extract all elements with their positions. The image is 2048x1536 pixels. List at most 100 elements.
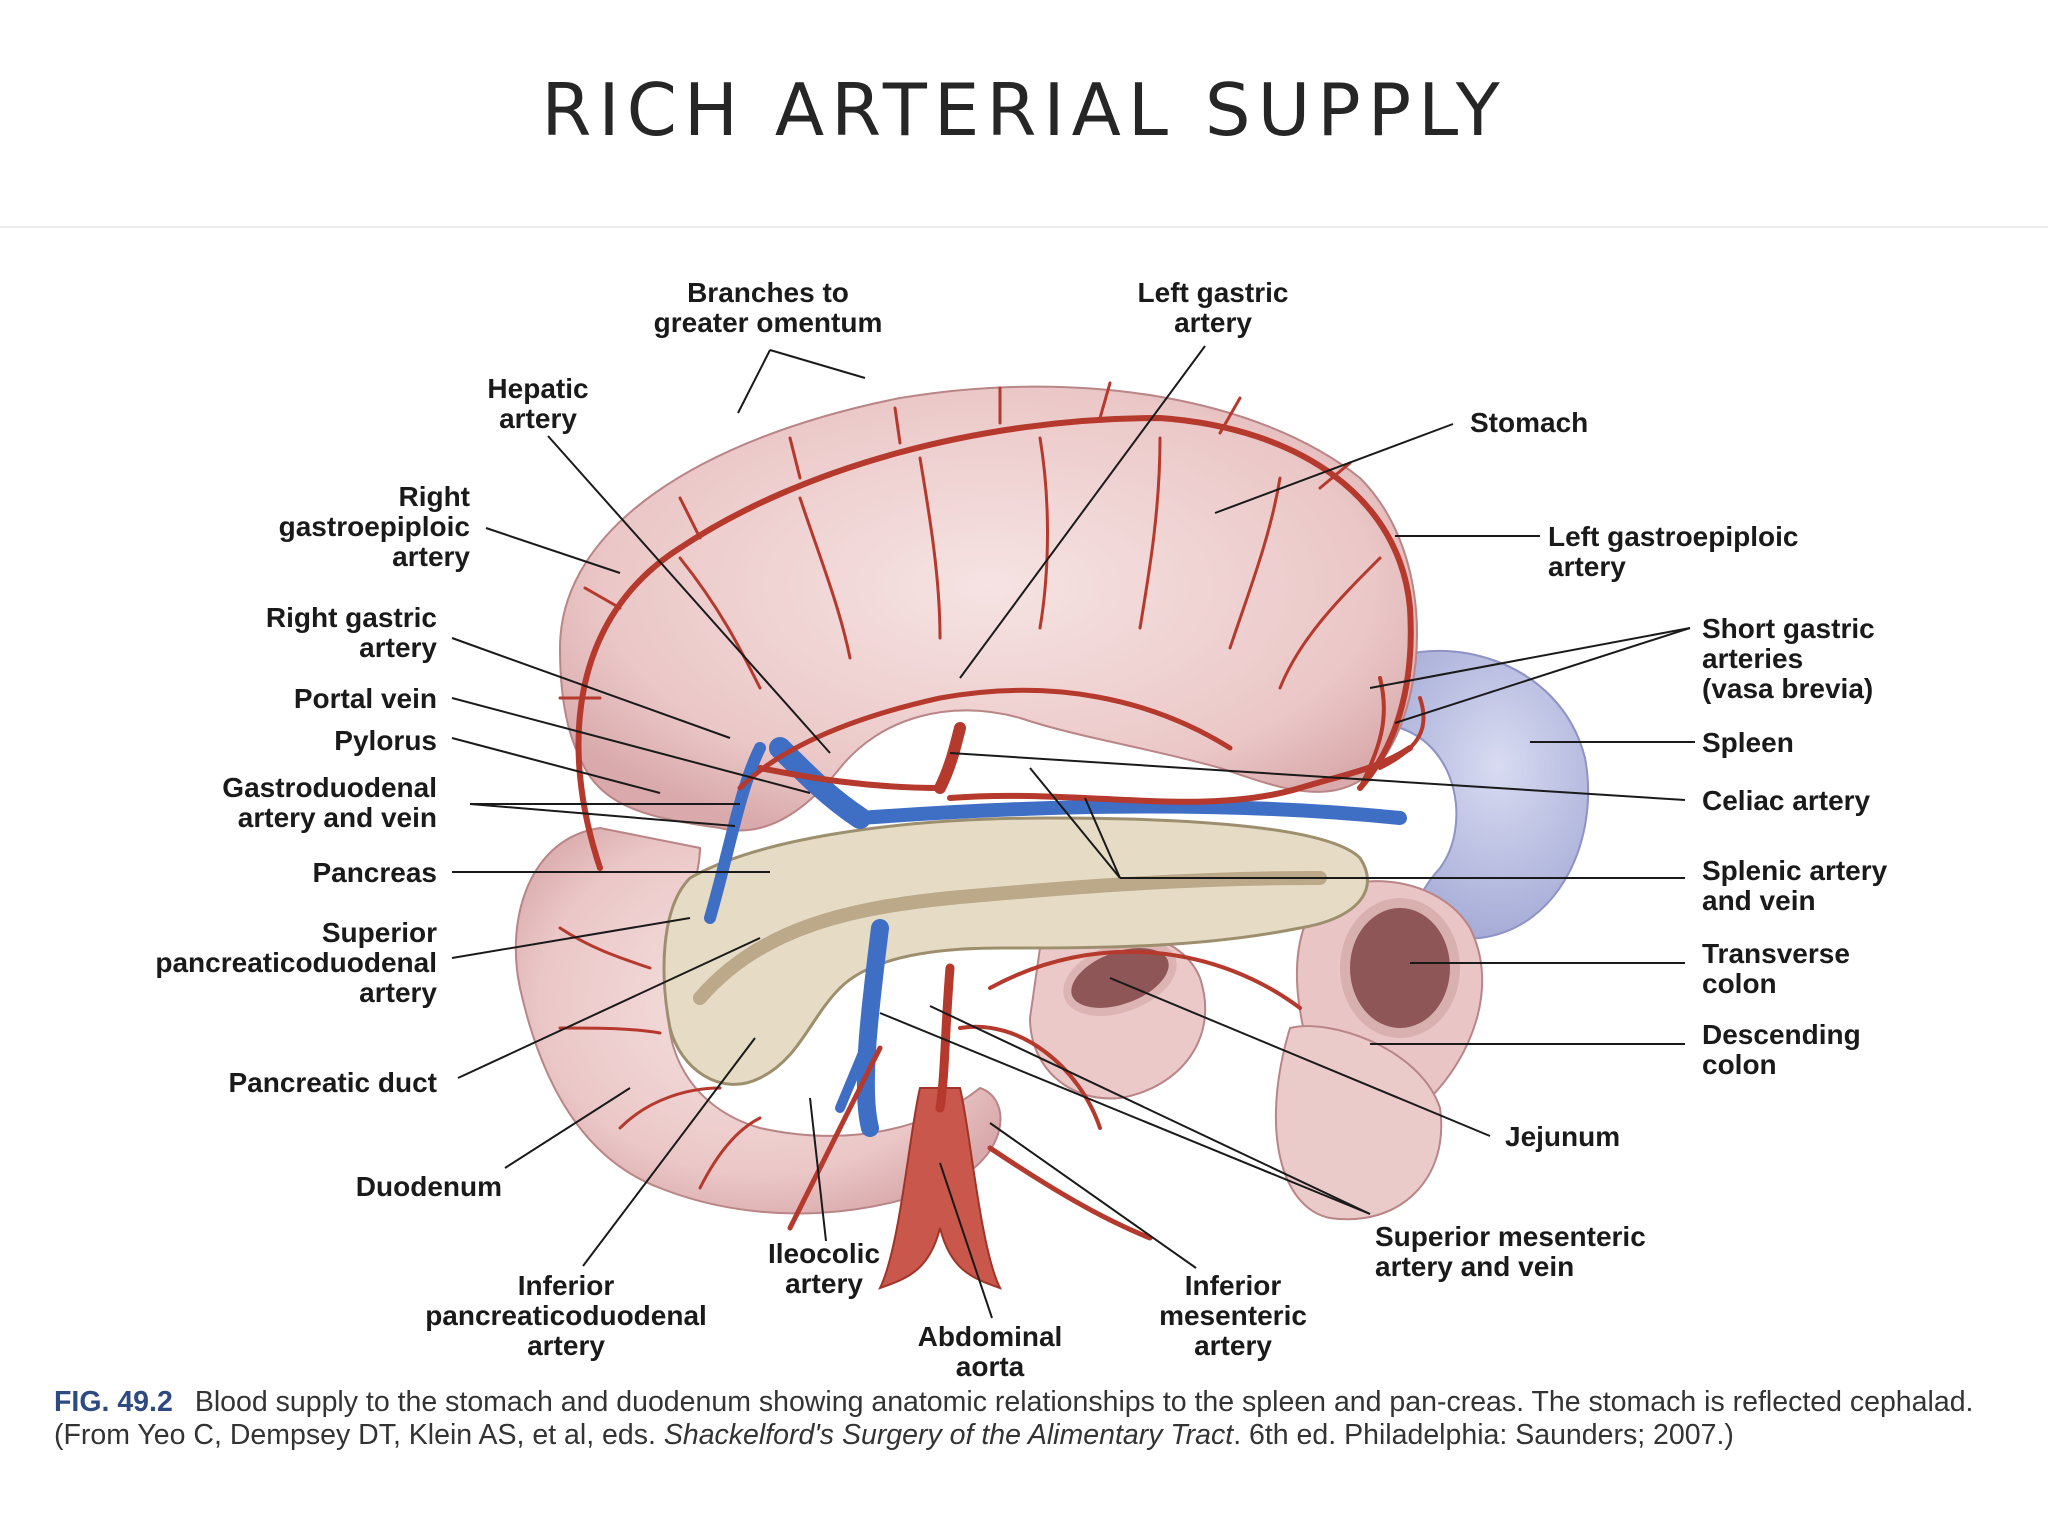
label-jejunum: Jejunum [1505, 1121, 1620, 1152]
leader-sup-pd [451, 917, 691, 959]
label-transverse-colon-line: Transverse [1702, 938, 1850, 969]
label-hepatic-line: artery [499, 403, 577, 434]
short-gastric-branches [1358, 676, 1426, 790]
label-duodenum: Duodenum [356, 1171, 502, 1202]
label-descending-colon-line: colon [1702, 1049, 1777, 1080]
stomach-wall-branches [678, 436, 1382, 690]
leader-portal-vein [451, 697, 811, 794]
superior-mesenteric-vein [856, 919, 889, 1137]
leader-ileocolic [809, 1097, 827, 1242]
transverse-colon-lumen [1340, 898, 1460, 1038]
omental-branches [558, 381, 1352, 700]
gastroduodenal-vein [704, 742, 766, 924]
label-portal-vein-line: Portal vein [294, 683, 437, 714]
jejunal-branches [958, 949, 1302, 1130]
title-area: RICH ARTERIAL SUPPLY [0, 0, 2048, 228]
label-sup-pancreaticoduodenal-line: artery [359, 977, 437, 1008]
label-abdominal-aorta-line: aorta [956, 1351, 1025, 1382]
leader-duodenum [504, 1087, 631, 1169]
leader-splenic-3 [1084, 797, 1121, 879]
label-descending-colon-line: Descending [1702, 1019, 1861, 1050]
leader-left-gastric [959, 345, 1206, 679]
label-sma-smv-line: artery and vein [1375, 1251, 1574, 1282]
greater-curvature-arcade [575, 414, 1414, 871]
label-spleen: Spleen [1702, 727, 1794, 758]
label-pylorus: Pylorus [334, 725, 437, 756]
label-right-gastroepiploic-line: gastroepiploic [279, 511, 470, 542]
portal-vein [769, 737, 871, 829]
label-ileocolic-line: artery [785, 1268, 863, 1299]
label-gastroduodenal-line: Gastroduodenal [222, 772, 437, 803]
imv-path [987, 1145, 1153, 1241]
label-inf-mesenteric-line: mesenteric [1159, 1300, 1307, 1331]
arteries [558, 381, 1426, 1241]
celiac-trunk [934, 722, 966, 794]
label-inf-mesenteric-line: artery [1194, 1330, 1272, 1361]
leader-short-gastric-1 [1369, 627, 1691, 689]
label-branches-omentum-line: greater omentum [654, 307, 883, 338]
label-splenic-line: and vein [1702, 885, 1816, 916]
label-portal-vein: Portal vein [294, 683, 437, 714]
ileocolic-path [787, 1045, 883, 1231]
label-transverse-colon-line: colon [1702, 968, 1777, 999]
leader-pylorus [451, 737, 661, 794]
label-inf-pancreaticoduodenal-line: artery [527, 1330, 605, 1361]
label-left-gastric-line: artery [1174, 307, 1252, 338]
label-branches-omentum-line: Branches to [687, 277, 849, 308]
leader-inf-mesenteric [989, 1122, 1197, 1269]
leader-short-gastric-2 [1394, 627, 1691, 724]
label-right-gastroepiploic-line: Right [398, 481, 470, 512]
caption-fig-number: FIG. 49.2 [54, 1386, 173, 1418]
label-spleen-line: Spleen [1702, 727, 1794, 758]
lesser-curvature-arcade [737, 687, 1233, 791]
label-celiac: Celiac artery [1702, 785, 1871, 816]
label-right-gastric-line: Right gastric [266, 602, 437, 633]
leader-splenic-2 [1029, 767, 1121, 879]
label-duodenum-line: Duodenum [356, 1171, 502, 1202]
splenic-vein [853, 799, 1407, 825]
label-ileocolic-line: Ileocolic [768, 1238, 880, 1269]
label-inf-pancreaticoduodenal-line: Inferior [518, 1270, 615, 1301]
label-left-gastroepiploic-line: Left gastroepiploic [1548, 521, 1798, 552]
leader-stomach [1214, 423, 1454, 514]
leader-jejunum [1109, 977, 1491, 1137]
slide-title: RICH ARTERIAL SUPPLY [541, 68, 1507, 152]
label-sup-pancreaticoduodenal-line: pancreaticoduodenal [155, 947, 437, 978]
label-pancreas-line: Pancreas [312, 857, 437, 888]
label-short-gastric-line: (vasa brevia) [1702, 673, 1873, 704]
label-short-gastric-line: arteries [1702, 643, 1803, 674]
smv-branch [835, 1043, 870, 1113]
label-splenic-line: Splenic artery [1702, 855, 1888, 886]
leader-celiac [949, 752, 1686, 801]
label-stomach: Stomach [1470, 407, 1588, 438]
descending-colon-shape [1274, 1025, 1443, 1221]
caption-text-2: . 6th ed. Philadelphia: Saunders; 2007.) [1233, 1419, 1734, 1451]
caption-book-title: Shackelford's Surgery of the Alimentary … [663, 1419, 1234, 1451]
label-pancreas: Pancreas [312, 857, 437, 888]
jejunum-lumen [1063, 940, 1177, 1016]
pancreas-shape [662, 816, 1369, 1086]
leader-right-gastric [451, 637, 731, 739]
label-gastroduodenal-line: artery and vein [238, 802, 437, 833]
veins [704, 737, 1407, 1137]
leader-gastroduodenal-2 [469, 803, 736, 827]
label-pancreatic-duct-line: Pancreatic duct [228, 1067, 437, 1098]
label-left-gastric-line: Left gastric [1138, 277, 1289, 308]
pancreatic-duct-shape [693, 871, 1327, 1005]
sma-path [935, 963, 955, 1113]
